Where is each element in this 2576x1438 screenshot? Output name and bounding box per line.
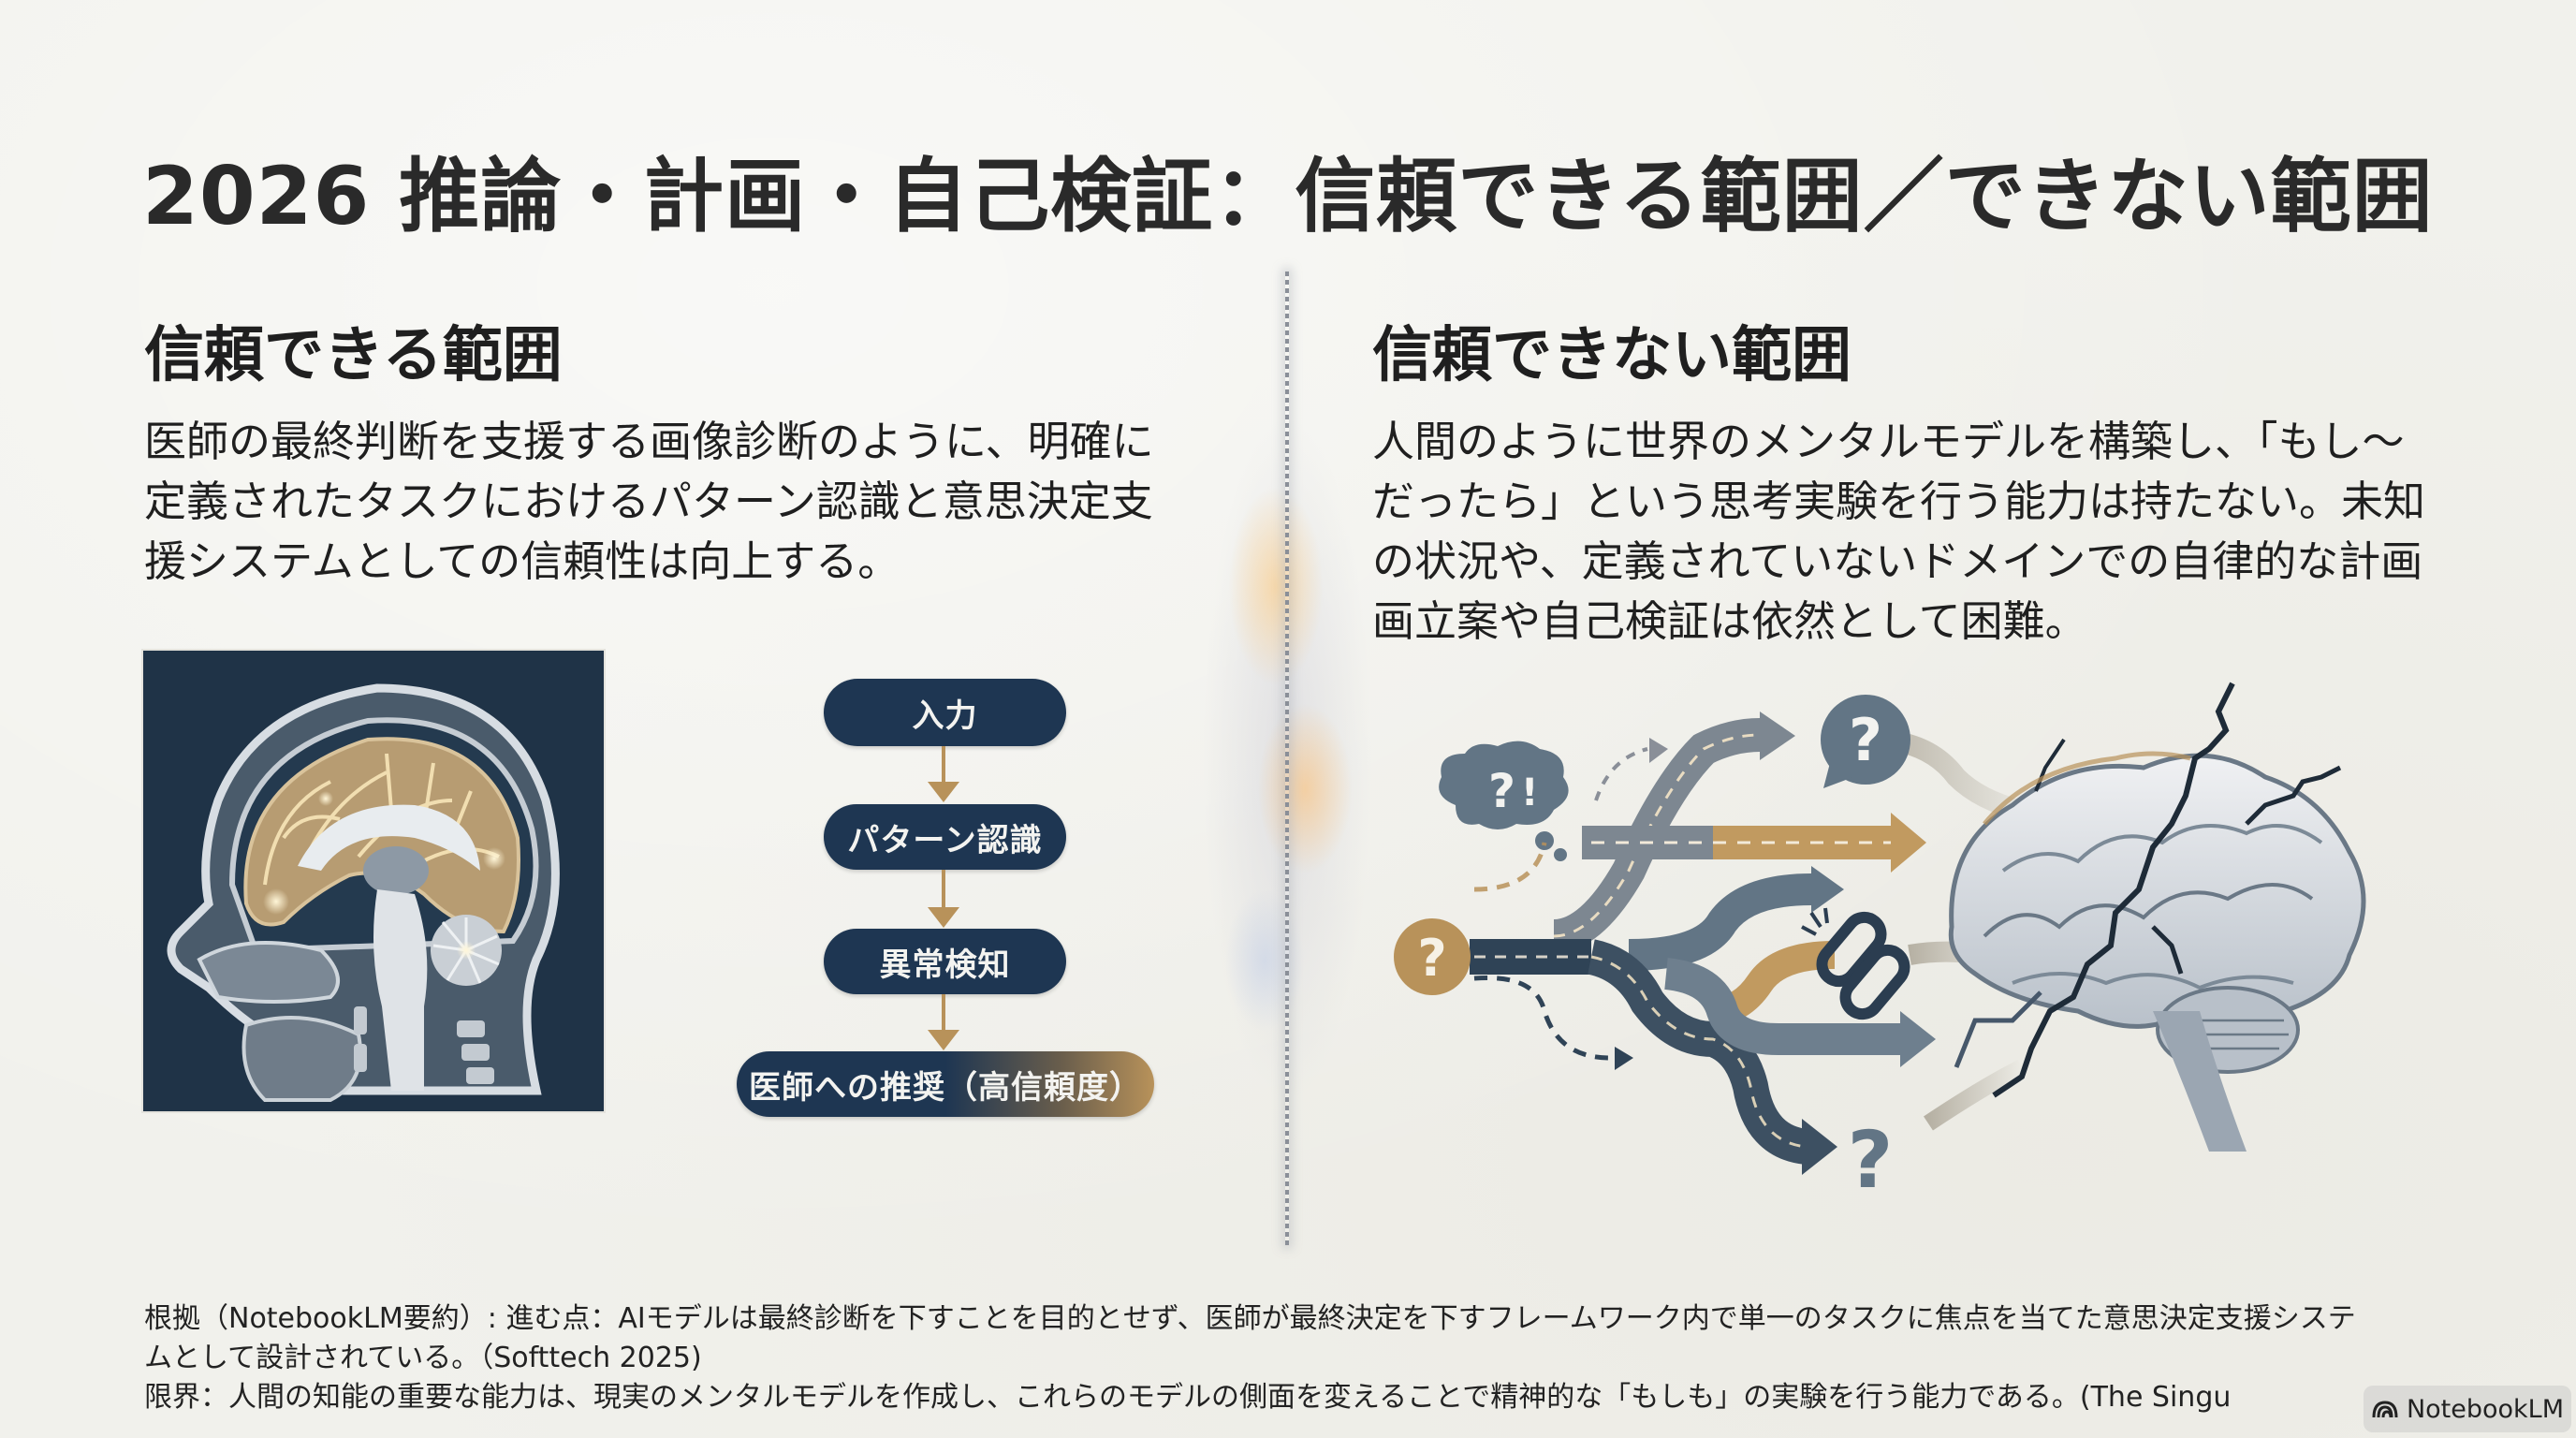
mri-head-image — [143, 651, 604, 1111]
flow-step-anomaly-detection: 異常検知 — [824, 929, 1066, 994]
svg-text:?: ? — [1488, 764, 1515, 818]
source-note-line: 限界：人間の知能の重要な能力は、現実のメンタルモデルを作成し、これらのモデルの側… — [144, 1381, 2232, 1414]
mri-head-icon — [167, 683, 560, 1102]
svg-text:?: ? — [1417, 929, 1446, 988]
flow-connector — [942, 746, 945, 784]
flow-step-recommendation: 医師への推奨（高信頼度） — [737, 1051, 1154, 1117]
flow-connector — [942, 994, 945, 1032]
reliable-body-line: 定義されたタスクにおけるパターン認識と意思決定支 — [144, 477, 1153, 526]
broken-chain-icon — [1816, 911, 1910, 1020]
svg-text:?: ? — [1849, 706, 1882, 774]
notebooklm-badge[interactable]: NotebookLM — [2364, 1386, 2571, 1432]
thought-bubble-icon: ? ! — [1439, 741, 1569, 861]
arrow-down-icon — [928, 1030, 959, 1050]
source-note-line: 根拠（NotebookLM要約）: 進む点：AIモデルは最終診断を下すことを目的… — [144, 1302, 2356, 1335]
source-notes: 根拠（NotebookLM要約）: 進む点：AIモデルは最終診断を下すことを目的… — [144, 1299, 2356, 1417]
flow-connector — [942, 870, 945, 909]
unreliable-body-line: の状況や、定義されていないドメインでの自律的な計画 — [1372, 536, 2423, 586]
unreliable-body-line: 画立案や自己検証は依然として困難。 — [1372, 596, 2087, 646]
center-divider — [1285, 271, 1289, 1245]
slide-title: 2026 推論・計画・自己検証：信頼できる範囲／できない範囲 — [142, 150, 2434, 243]
source-note-line: ムとして設計されている。（Softtech 2025) — [144, 1342, 702, 1374]
reliable-body-line: 医師の最終判断を支援する画像診断のように、明確に — [144, 417, 1154, 466]
unreliable-body: 人間のように世界のメンタルモデルを構築し、「もし～ だったら」という思考実験を行… — [1372, 412, 2425, 652]
reliable-heading: 信頼できる範囲 — [144, 321, 563, 390]
unreliable-heading: 信頼できない範囲 — [1372, 321, 1852, 390]
branching-paths-icon: ? ! — [1394, 682, 2366, 1206]
badge-label: NotebookLM — [2406, 1394, 2565, 1424]
arrow-down-icon — [928, 907, 959, 928]
flow-step-pattern-recognition: パターン認識 — [824, 804, 1066, 870]
reliable-body: 医師の最終判断を支援する画像診断のように、明確に 定義されたタスクにおけるパター… — [144, 412, 1154, 592]
svg-text:!: ! — [1521, 771, 1538, 814]
reliable-body-line: 援システムとしての信頼性は向上する。 — [144, 536, 900, 586]
cracked-brain-icon — [1948, 682, 2366, 1152]
flow-step-input: 入力 — [824, 679, 1066, 746]
arrow-down-icon — [928, 782, 959, 802]
notebooklm-logo-icon — [2372, 1401, 2398, 1418]
branching-paths-illustration: ? ! — [1385, 655, 2509, 1217]
svg-text:?: ? — [1848, 1114, 1894, 1206]
unreliable-body-line: だったら」という思考実験を行う能力は持たない。未知 — [1372, 477, 2426, 526]
unreliable-body-line: 人間のように世界のメンタルモデルを構築し、「もし～ — [1372, 417, 2405, 466]
